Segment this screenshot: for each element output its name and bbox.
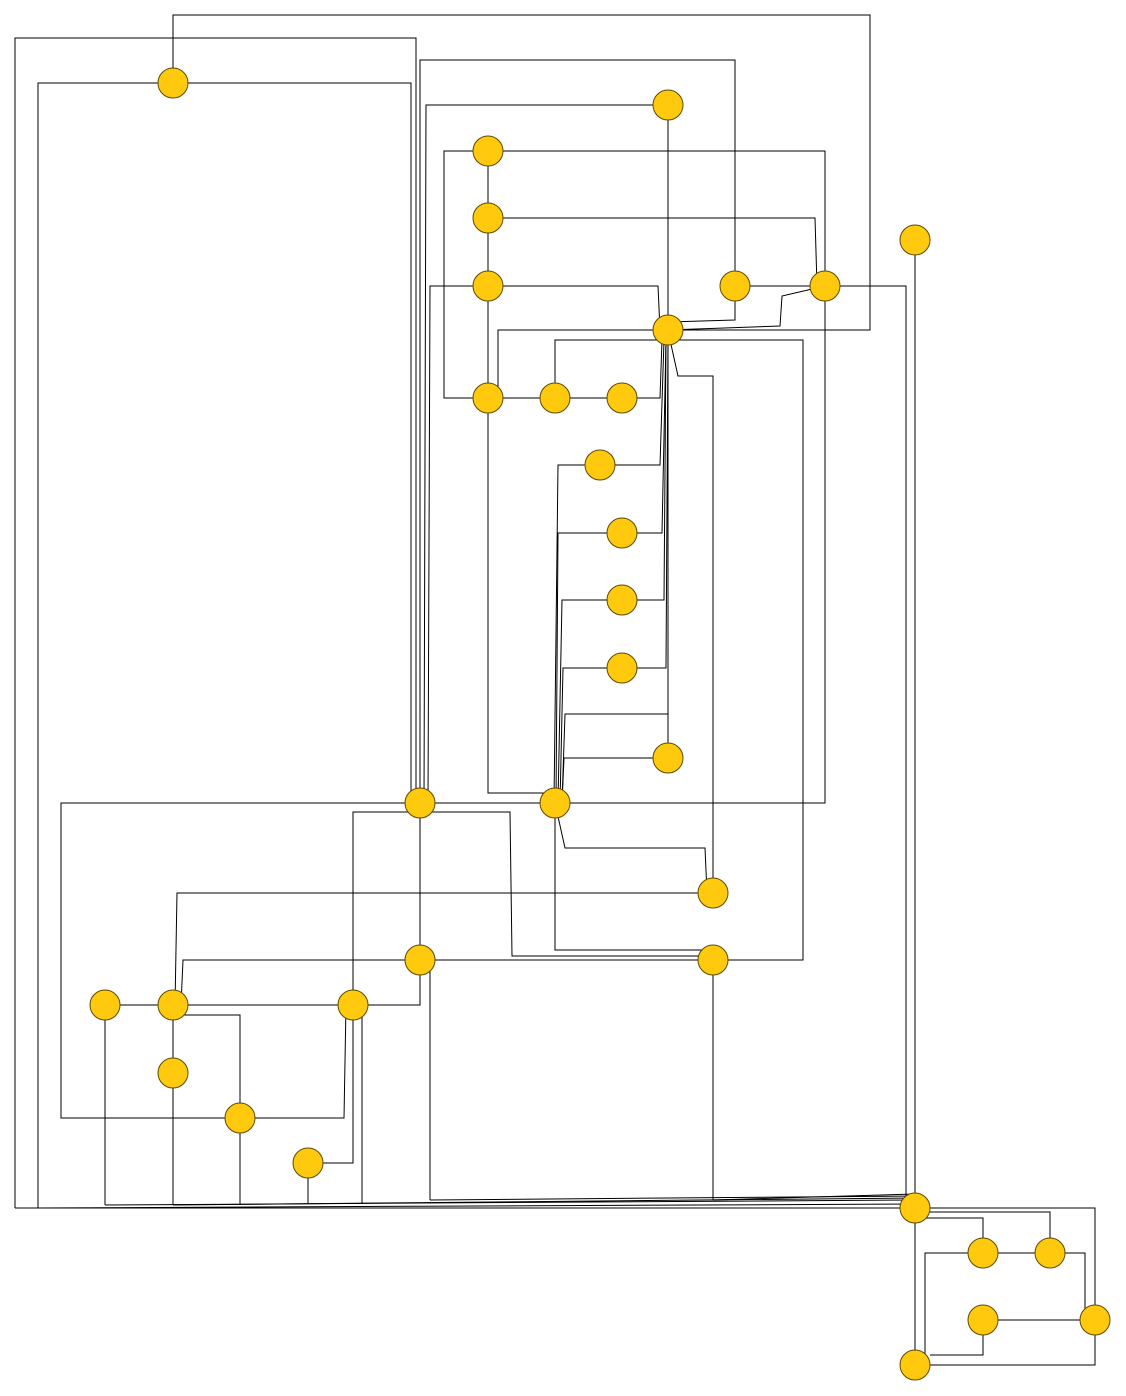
graph-node bbox=[967, 1237, 999, 1269]
graph-node bbox=[606, 517, 638, 549]
edge bbox=[427, 285, 488, 804]
graph-node bbox=[652, 742, 684, 774]
graph-node bbox=[697, 877, 729, 909]
edge bbox=[487, 398, 555, 794]
edge bbox=[37, 1203, 916, 1209]
edge bbox=[37, 82, 173, 1208]
edge bbox=[443, 150, 488, 399]
edge bbox=[14, 37, 417, 1208]
edge bbox=[423, 104, 668, 804]
edge bbox=[561, 713, 668, 804]
edge bbox=[622, 339, 667, 534]
edge-layer bbox=[14, 14, 1096, 1366]
graph-node bbox=[539, 787, 571, 819]
graph-node bbox=[157, 67, 189, 99]
graph-node bbox=[606, 652, 638, 684]
edge bbox=[308, 1005, 354, 1164]
edge bbox=[172, 1197, 916, 1206]
graph-node bbox=[1079, 1304, 1111, 1336]
edge bbox=[497, 329, 668, 398]
edge bbox=[352, 811, 420, 1005]
edge bbox=[420, 811, 713, 957]
graph-node bbox=[606, 584, 638, 616]
edge bbox=[667, 285, 826, 331]
edge bbox=[488, 285, 661, 331]
edge bbox=[554, 803, 713, 951]
edge bbox=[488, 217, 818, 287]
graph-node bbox=[157, 989, 189, 1021]
graph-node bbox=[404, 787, 436, 819]
edge bbox=[173, 1014, 241, 1118]
edge bbox=[924, 1252, 983, 1365]
edge bbox=[60, 802, 420, 1119]
edge bbox=[712, 1193, 916, 1201]
graph-node bbox=[472, 270, 504, 302]
edge bbox=[554, 802, 708, 894]
edge bbox=[669, 339, 714, 893]
graph-node bbox=[584, 449, 616, 481]
edge bbox=[561, 757, 668, 804]
edge bbox=[557, 599, 622, 804]
edge bbox=[555, 532, 622, 804]
graph-node bbox=[472, 135, 504, 167]
edge bbox=[174, 892, 713, 1006]
edge bbox=[559, 667, 622, 804]
graph-node bbox=[697, 944, 729, 976]
edge bbox=[554, 339, 804, 961]
graph-node bbox=[652, 89, 684, 121]
node-layer bbox=[89, 67, 1111, 1381]
graph-node bbox=[89, 989, 121, 1021]
graph-node bbox=[1034, 1237, 1066, 1269]
graph-node bbox=[539, 382, 571, 414]
graph-node bbox=[652, 314, 684, 346]
edge bbox=[600, 339, 665, 466]
edge bbox=[419, 959, 431, 1200]
graph-node bbox=[809, 270, 841, 302]
graph-node bbox=[899, 1192, 931, 1224]
edge bbox=[352, 1004, 363, 1203]
edge bbox=[825, 285, 907, 1208]
edge bbox=[180, 959, 420, 1006]
graph-node bbox=[292, 1147, 324, 1179]
graph-node bbox=[157, 1057, 189, 1089]
edge bbox=[622, 339, 667, 601]
edge bbox=[488, 150, 826, 804]
graph-node bbox=[337, 989, 369, 1021]
edge bbox=[173, 82, 412, 803]
graph-node bbox=[472, 202, 504, 234]
graph-node bbox=[472, 382, 504, 414]
graph-node bbox=[967, 1304, 999, 1336]
edge bbox=[915, 1320, 1096, 1366]
graph-node bbox=[899, 1349, 931, 1381]
edge bbox=[915, 1207, 1096, 1320]
graph-node bbox=[899, 224, 931, 256]
edge bbox=[172, 14, 871, 331]
edge bbox=[419, 59, 736, 803]
graph-node bbox=[224, 1102, 256, 1134]
graph-node bbox=[606, 382, 638, 414]
graph-node bbox=[404, 944, 436, 976]
graph-node bbox=[719, 270, 751, 302]
